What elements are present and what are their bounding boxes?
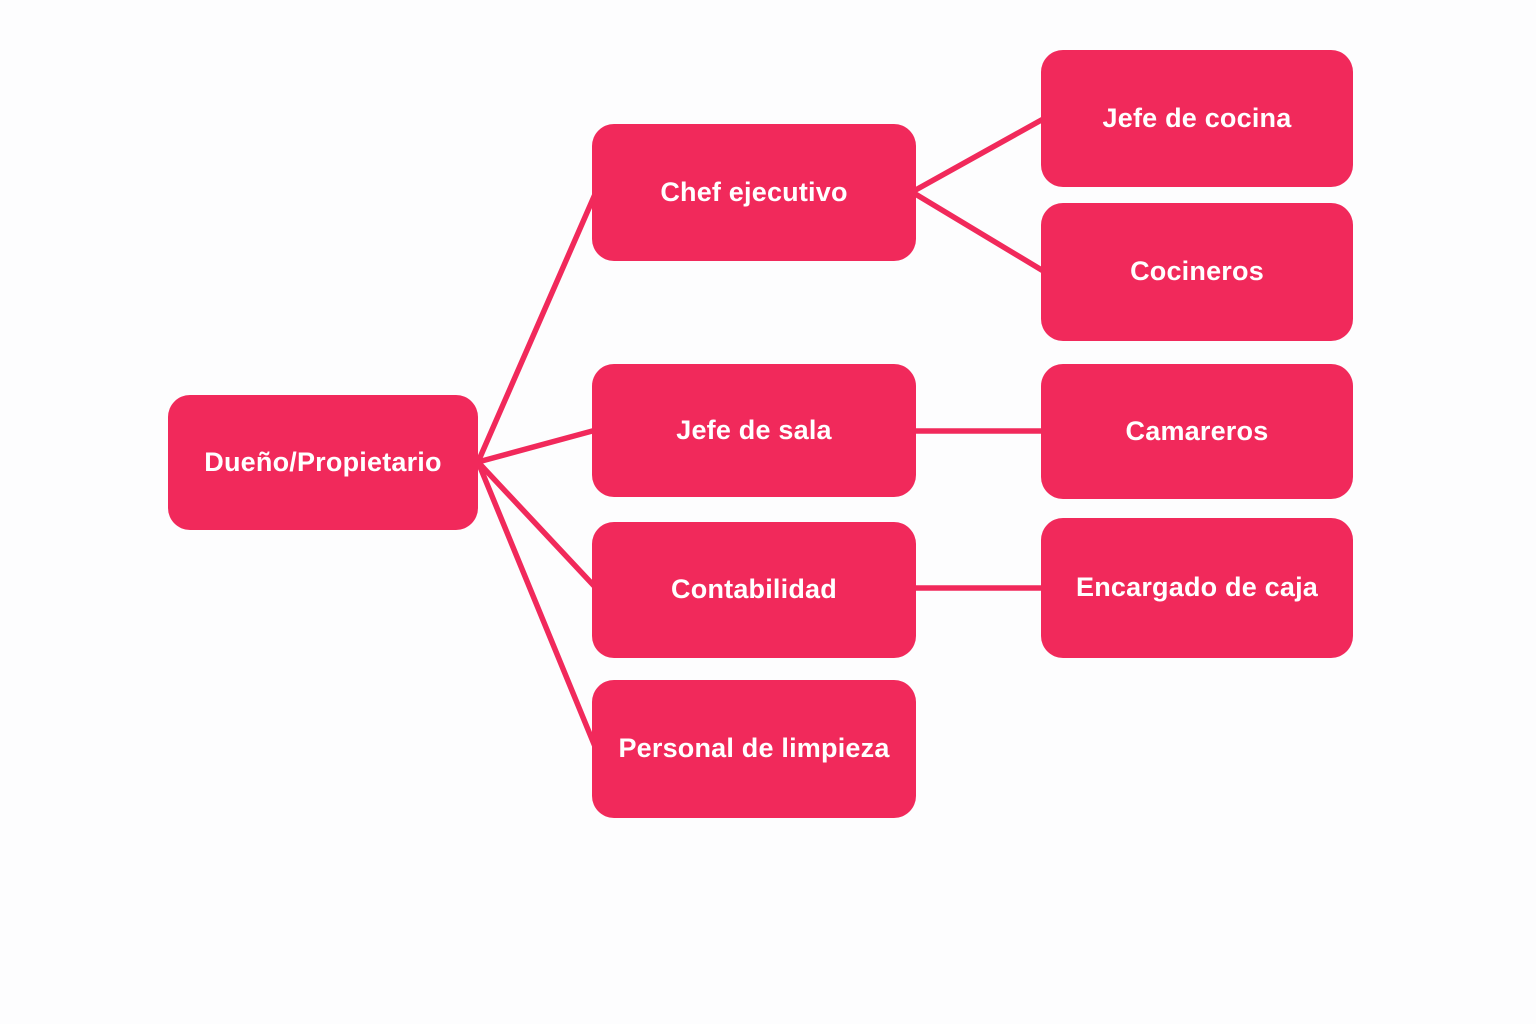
- node-label: Jefe de cocina: [1102, 102, 1292, 133]
- node-label: Personal de limpieza: [618, 733, 890, 764]
- node-contabilidad[interactable]: Contabilidad: [592, 522, 916, 658]
- node-label: Encargado de caja: [1076, 572, 1318, 603]
- node-dueno-propietario[interactable]: Dueño/Propietario: [168, 395, 478, 530]
- node-label: Chef ejecutivo: [660, 176, 848, 207]
- connector-chef-cocineros: [909, 189, 1048, 275]
- node-jefe-de-cocina[interactable]: Jefe de cocina: [1041, 50, 1353, 187]
- connector-root-chef: [475, 189, 599, 465]
- node-label: Cocineros: [1130, 256, 1264, 287]
- node-encargado-de-caja[interactable]: Encargado de caja: [1041, 518, 1353, 658]
- node-jefe-de-sala[interactable]: Jefe de sala: [592, 364, 916, 497]
- node-camareros[interactable]: Camareros: [1041, 364, 1353, 499]
- connector-root-contabilidad: [475, 459, 599, 591]
- node-label: Dueño/Propietario: [204, 446, 442, 477]
- node-label: Jefe de sala: [676, 414, 832, 445]
- connector-chef-jefe-cocina: [909, 115, 1048, 195]
- node-label: Contabilidad: [671, 574, 837, 605]
- connector-root-jefe-sala: [475, 427, 599, 465]
- node-personal-de-limpieza[interactable]: Personal de limpieza: [592, 680, 916, 818]
- connector-root-limpieza: [475, 459, 599, 752]
- node-cocineros[interactable]: Cocineros: [1041, 203, 1353, 341]
- node-label: Camareros: [1125, 415, 1269, 446]
- node-chef-ejecutivo[interactable]: Chef ejecutivo: [592, 124, 916, 261]
